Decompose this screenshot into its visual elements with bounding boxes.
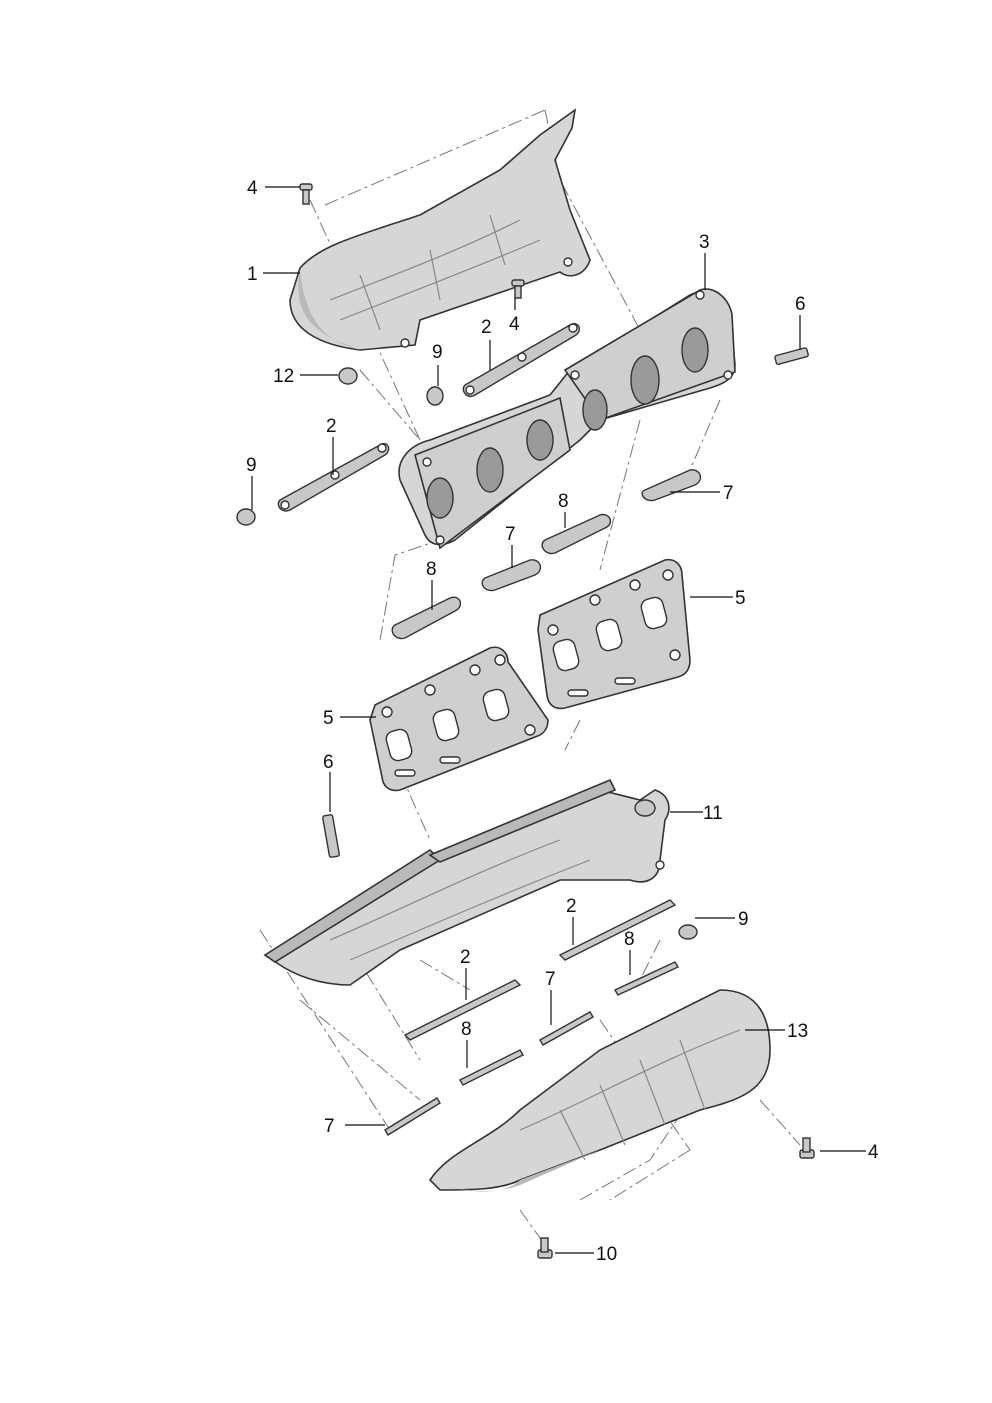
plates — [384, 469, 702, 1136]
callout-3: 3 — [699, 232, 710, 253]
callout-2-lower-right: 2 — [566, 896, 577, 917]
lower-exhaust-manifold — [263, 778, 670, 986]
callout-labels: 4 1 2 4 9 12 3 6 2 9 7 8 7 8 5 5 6 11 2 … — [246, 178, 879, 1265]
brackets — [277, 323, 677, 1041]
callout-11: 11 — [703, 803, 723, 824]
callout-8-lower-right: 8 — [624, 929, 635, 950]
callout-7-middle: 7 — [505, 524, 516, 545]
callout-13: 13 — [787, 1021, 808, 1042]
gasket-right — [537, 558, 691, 710]
callout-8-upper: 8 — [558, 491, 569, 512]
upper-exhaust-manifold — [398, 288, 736, 550]
upper-heat-shield — [289, 108, 591, 351]
callout-10: 10 — [596, 1244, 617, 1265]
callout-5-right: 5 — [735, 588, 746, 609]
callout-2-lower-left: 2 — [460, 947, 471, 968]
gasket-left — [369, 646, 549, 792]
callout-8-lower-left: 8 — [461, 1019, 472, 1040]
fasteners — [236, 183, 815, 1259]
callout-9-upper: 9 — [432, 342, 443, 363]
callout-7-right: 7 — [723, 483, 734, 504]
callout-4-mid: 4 — [509, 314, 520, 335]
callout-5-left: 5 — [323, 708, 334, 729]
callout-9-lower: 9 — [738, 909, 749, 930]
callout-2-left: 2 — [326, 416, 337, 437]
callout-12: 12 — [273, 366, 294, 387]
callout-6-lower: 6 — [323, 752, 334, 773]
callout-4-top: 4 — [247, 178, 258, 199]
callout-2-upper: 2 — [481, 317, 492, 338]
callout-7-lower-middle: 7 — [545, 969, 556, 990]
callout-4-bottom: 4 — [868, 1142, 879, 1163]
callout-leaders — [251, 186, 866, 1254]
callout-8-left: 8 — [426, 559, 437, 580]
callout-1: 1 — [247, 264, 258, 285]
callout-7-lower-left: 7 — [324, 1116, 335, 1137]
lower-heat-shield — [428, 989, 771, 1192]
callout-6-upper: 6 — [795, 294, 806, 315]
callout-9-left: 9 — [246, 455, 257, 476]
